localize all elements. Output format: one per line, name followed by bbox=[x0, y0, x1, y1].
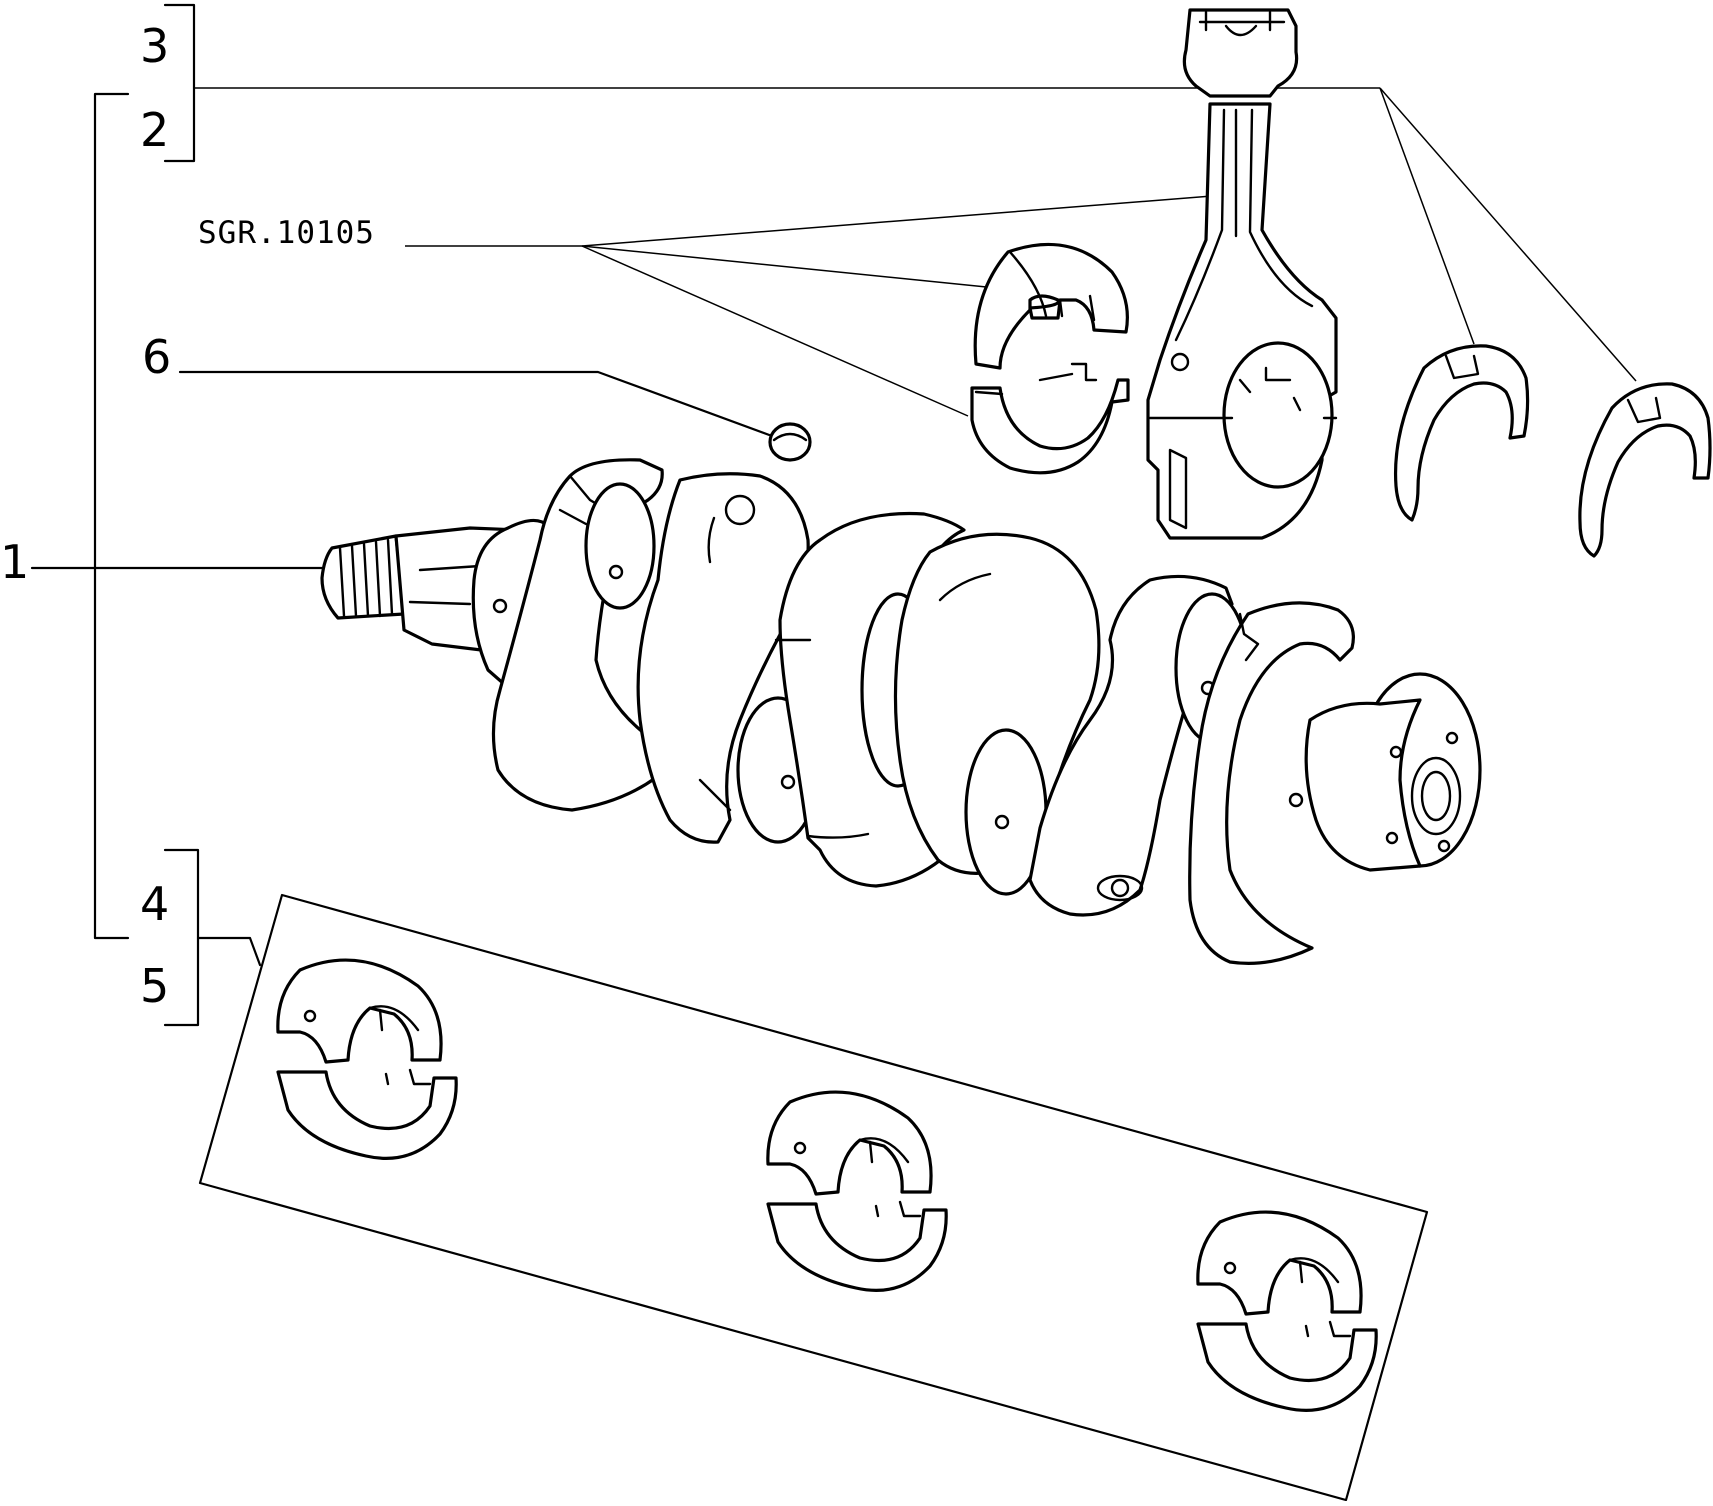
callout-5: 5 bbox=[140, 959, 169, 1013]
bracket-2-3 bbox=[163, 3, 196, 163]
main-bearing-shell-b bbox=[766, 1090, 948, 1292]
leader-2-3-washer-a bbox=[1379, 87, 1475, 345]
callout-4-label: 4 bbox=[140, 877, 169, 931]
leader-2-3-washer-b bbox=[1379, 87, 1637, 382]
connecting-rod-icon bbox=[1146, 8, 1338, 540]
crankshaft-icon bbox=[320, 458, 1482, 965]
main-bearing-shell-a bbox=[276, 958, 458, 1160]
leader-ref-shell-bottom bbox=[581, 245, 969, 417]
callout-5-label: 5 bbox=[140, 959, 169, 1013]
reference-code-label: SGR.10105 bbox=[198, 215, 375, 251]
callout-6-label: 6 bbox=[142, 330, 171, 384]
bracket-4-5 bbox=[163, 848, 200, 1027]
callout-2: 2 bbox=[140, 103, 169, 157]
callout-1-label: 1 bbox=[0, 535, 29, 589]
callout-4: 4 bbox=[140, 877, 169, 931]
callout-3-label: 3 bbox=[140, 19, 169, 73]
leader-4-5 bbox=[196, 936, 262, 967]
thrust-washer-icon bbox=[1393, 344, 1712, 558]
bracket-1 bbox=[93, 92, 130, 940]
plug-icon bbox=[768, 422, 812, 462]
callout-3: 3 bbox=[140, 19, 169, 73]
leader-ref-shell-top bbox=[581, 245, 1017, 291]
callout-1: 1 bbox=[0, 535, 29, 589]
reference-code: SGR.10105 bbox=[198, 215, 375, 251]
rod-bearing-shell-icon bbox=[970, 242, 1130, 475]
main-bearing-shell-c bbox=[1196, 1210, 1378, 1412]
leader-6 bbox=[178, 370, 774, 438]
leader-ref-rod bbox=[581, 195, 1213, 247]
callout-6: 6 bbox=[142, 330, 171, 384]
main-bearings-frame bbox=[198, 893, 1429, 1502]
main-bearing-shell-icon bbox=[276, 958, 1378, 1412]
callout-2-label: 2 bbox=[140, 103, 169, 157]
